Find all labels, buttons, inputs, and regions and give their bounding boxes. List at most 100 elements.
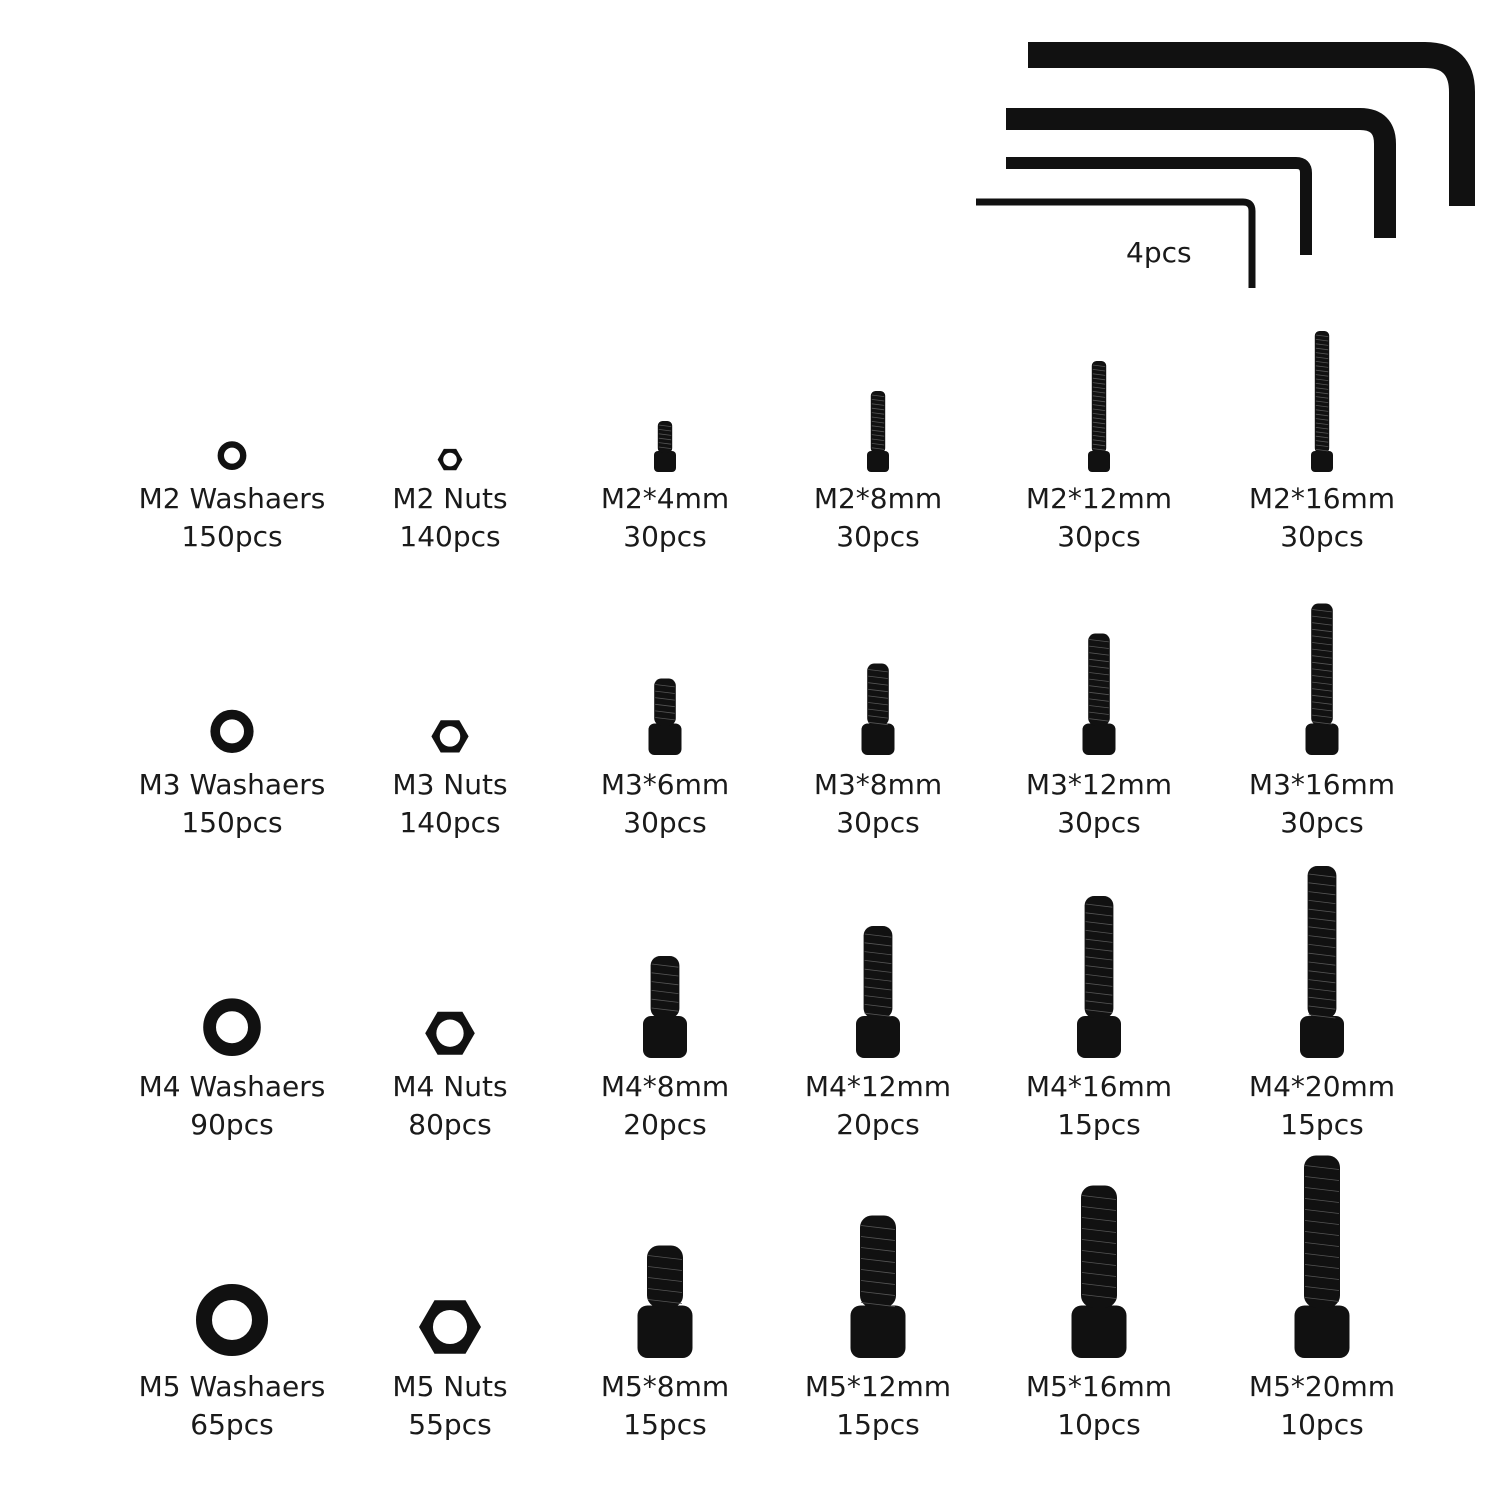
part-name: M5*20mm <box>1248 1370 1396 1403</box>
part-quantity: 30pcs <box>1057 520 1141 553</box>
hex-key-icon <box>976 198 1256 288</box>
part-label: M5*20mm 10pcs <box>1207 1368 1437 1444</box>
part-quantity: 80pcs <box>408 1108 492 1141</box>
part-name: M3*8mm <box>813 768 943 801</box>
washer-m2-washaers-icon <box>217 441 247 470</box>
part-label: M2*16mm 30pcs <box>1207 480 1437 556</box>
washer-m5-washaers-icon <box>196 1284 268 1356</box>
part-quantity: 15pcs <box>623 1408 707 1441</box>
part-name: M4*8mm <box>600 1070 730 1103</box>
nut-m5-nuts-icon <box>419 1300 481 1354</box>
part-quantity: 10pcs <box>1280 1408 1364 1441</box>
part-label: M2*4mm 30pcs <box>550 480 780 556</box>
part-label: M5 Washaers 65pcs <box>117 1368 347 1444</box>
nut-m2-nuts-icon <box>437 448 463 471</box>
part-label: M2 Nuts 140pcs <box>335 480 565 556</box>
screw-m5-20mm-icon <box>1294 1155 1350 1358</box>
part-quantity: 15pcs <box>1280 1108 1364 1141</box>
part-name: M4*20mm <box>1248 1070 1396 1103</box>
part-quantity: 30pcs <box>1280 520 1364 553</box>
part-name: M3*12mm <box>1025 768 1173 801</box>
part-name: M4*12mm <box>804 1070 952 1103</box>
part-label: M5*8mm 15pcs <box>550 1368 780 1444</box>
part-quantity: 30pcs <box>623 806 707 839</box>
screw-m4-20mm-icon <box>1300 866 1344 1058</box>
part-name: M5 Nuts <box>392 1370 508 1403</box>
part-name: M3 Nuts <box>392 768 508 801</box>
part-label: M3*12mm 30pcs <box>984 766 1214 842</box>
screw-m4-12mm-icon <box>856 926 900 1058</box>
hex-key-quantity: 4pcs <box>1126 236 1192 269</box>
screw-m5-12mm-icon <box>850 1215 906 1358</box>
hex-key-icon <box>1006 157 1312 255</box>
screw-m3-6mm-icon <box>648 678 682 755</box>
screw-m4-8mm-icon <box>643 956 687 1058</box>
part-label: M2*8mm 30pcs <box>763 480 993 556</box>
part-name: M2*12mm <box>1025 482 1173 515</box>
screw-m2-8mm-icon <box>867 391 889 472</box>
part-name: M5 Washaers <box>138 1370 326 1403</box>
part-quantity: 20pcs <box>623 1108 707 1141</box>
hex-key-icon <box>1006 108 1396 238</box>
part-name: M3*6mm <box>600 768 730 801</box>
part-name: M3 Washaers <box>138 768 326 801</box>
part-label: M5*16mm 10pcs <box>984 1368 1214 1444</box>
screw-m4-16mm-icon <box>1077 896 1121 1058</box>
part-name: M3*16mm <box>1248 768 1396 801</box>
part-label: M3*6mm 30pcs <box>550 766 780 842</box>
part-quantity: 150pcs <box>181 806 283 839</box>
screw-m5-16mm-icon <box>1071 1185 1127 1358</box>
part-name: M2*16mm <box>1248 482 1396 515</box>
part-quantity: 15pcs <box>1057 1108 1141 1141</box>
nut-m4-nuts-icon <box>425 1011 475 1055</box>
screw-m3-12mm-icon <box>1082 633 1116 755</box>
part-quantity: 150pcs <box>181 520 283 553</box>
part-quantity: 20pcs <box>836 1108 920 1141</box>
hex-key-icon <box>1028 42 1475 206</box>
washer-m4-washaers-icon <box>203 998 261 1056</box>
part-label: M3 Nuts 140pcs <box>335 766 565 842</box>
part-quantity: 30pcs <box>623 520 707 553</box>
part-label: M4*8mm 20pcs <box>550 1068 780 1144</box>
part-name: M2 Nuts <box>392 482 508 515</box>
part-name: M5*12mm <box>804 1370 952 1403</box>
part-label: M4*20mm 15pcs <box>1207 1068 1437 1144</box>
nut-m3-nuts-icon <box>431 720 469 753</box>
part-quantity: 30pcs <box>836 806 920 839</box>
part-name: M4*16mm <box>1025 1070 1173 1103</box>
part-name: M2 Washaers <box>138 482 326 515</box>
screw-m3-8mm-icon <box>861 663 895 755</box>
screw-m2-12mm-icon <box>1088 361 1110 472</box>
part-label: M3 Washaers 150pcs <box>117 766 347 842</box>
part-quantity: 10pcs <box>1057 1408 1141 1441</box>
part-quantity: 90pcs <box>190 1108 274 1141</box>
part-label: M4*16mm 15pcs <box>984 1068 1214 1144</box>
part-label: M5 Nuts 55pcs <box>335 1368 565 1444</box>
hex-key-set <box>976 42 1475 288</box>
part-quantity: 15pcs <box>836 1408 920 1441</box>
part-quantity: 30pcs <box>836 520 920 553</box>
part-name: M5*8mm <box>600 1370 730 1403</box>
screw-m2-16mm-icon <box>1311 331 1333 472</box>
washer-m3-washaers-icon <box>210 709 254 754</box>
part-label: M4 Nuts 80pcs <box>335 1068 565 1144</box>
part-name: M2*8mm <box>813 482 943 515</box>
part-quantity: 140pcs <box>399 520 501 553</box>
part-name: M2*4mm <box>600 482 730 515</box>
part-label: M3*8mm 30pcs <box>763 766 993 842</box>
screw-m2-4mm-icon <box>654 421 676 472</box>
part-name: M4 Nuts <box>392 1070 508 1103</box>
part-quantity: 140pcs <box>399 806 501 839</box>
part-label: M2 Washaers 150pcs <box>117 480 347 556</box>
part-quantity: 65pcs <box>190 1408 274 1441</box>
part-label: M2*12mm 30pcs <box>984 480 1214 556</box>
part-quantity: 30pcs <box>1057 806 1141 839</box>
screw-m3-16mm-icon <box>1305 603 1339 755</box>
part-label: M4*12mm 20pcs <box>763 1068 993 1144</box>
part-label: M5*12mm 15pcs <box>763 1368 993 1444</box>
part-quantity: 55pcs <box>408 1408 492 1441</box>
part-name: M5*16mm <box>1025 1370 1173 1403</box>
